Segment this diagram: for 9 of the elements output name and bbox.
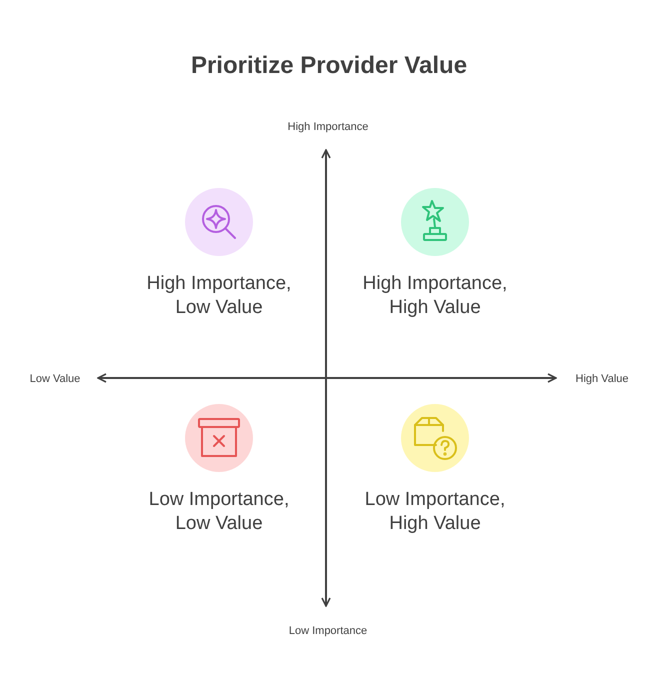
axis-label: Low Value [28,372,82,387]
axis-label: High Value [574,372,630,387]
axis-label: High Importance [286,120,370,135]
title: Prioritize Provider Value [190,51,468,81]
quadrant-label: Low Importance, High Value [364,488,506,536]
axis-label: Low Importance [288,624,368,639]
quadrant-label: High Importance, High Value [362,272,508,320]
quadrant-label: High Importance, Low Value [146,272,292,320]
quadrant-label: Low Importance, Low Value [148,488,290,536]
